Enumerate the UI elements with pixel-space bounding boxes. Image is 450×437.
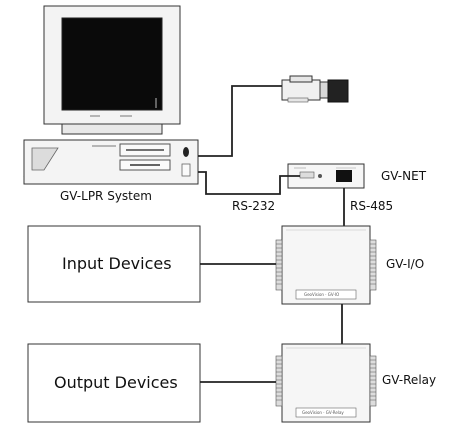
rs232-cable <box>198 171 300 195</box>
desktop-case <box>23 139 199 185</box>
gv-io-board: GeoVision · GV-IO <box>275 225 377 305</box>
gv-relay-plate: GeoVision · GV-Relay <box>302 410 344 415</box>
input-devices-box: Input Devices <box>27 225 201 303</box>
camera-cable <box>198 85 282 157</box>
camera-icon <box>281 75 349 103</box>
gv-relay-board: GeoVision · GV-Relay <box>275 343 377 423</box>
gv-io-plate: GeoVision · GV-IO <box>304 292 339 297</box>
gv-io-right-terminals <box>369 239 377 291</box>
rs485-label: RS-485 <box>350 199 393 213</box>
monitor <box>43 5 181 135</box>
gv-relay-left-terminals <box>275 355 283 407</box>
system-label: GV-LPR System <box>60 189 152 203</box>
gv-net-label: GV-NET <box>381 169 427 183</box>
input-devices-label: Input Devices <box>62 254 172 273</box>
output-devices-box: Output Devices <box>27 343 201 423</box>
gv-net-device <box>287 163 365 189</box>
gv-io-left-terminals <box>275 239 283 291</box>
output-devices-label: Output Devices <box>54 373 178 392</box>
gv-relay-label: GV-Relay <box>382 373 436 387</box>
gv-relay-right-terminals <box>369 355 377 407</box>
rs232-label: RS-232 <box>232 199 275 213</box>
computer <box>23 5 199 185</box>
gv-io-label: GV-I/O <box>386 257 424 271</box>
